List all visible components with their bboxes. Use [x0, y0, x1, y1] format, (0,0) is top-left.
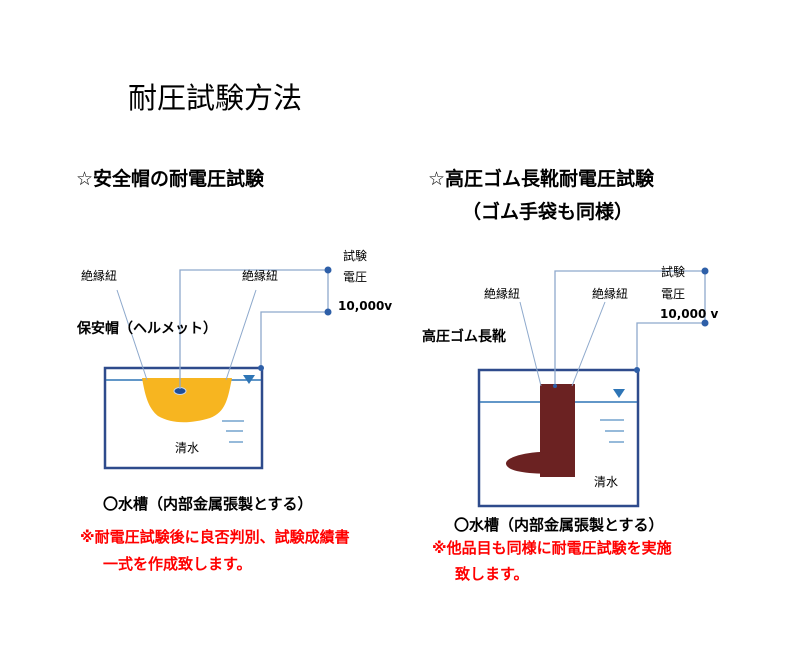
left-insulating-cord-label-b: 絶縁紐: [242, 269, 279, 283]
left-diagram: [103, 266, 332, 470]
right-cord-pointer-a: [519, 301, 542, 387]
right-water-label: 清水: [594, 475, 619, 489]
right-note-line2: 致します。: [455, 565, 529, 583]
left-tank-wire: [260, 311, 327, 368]
right-insulating-cord-label-a: 絶縁紐: [484, 287, 521, 301]
right-cord-pointer-b: [571, 301, 606, 387]
page-title: 耐圧試験方法: [128, 81, 303, 115]
left-top-wire: [179, 269, 328, 389]
left-water-label: 清水: [175, 441, 200, 455]
left-cord-pointer-b: [225, 289, 257, 381]
right-heading-line1: ☆高圧ゴム長靴耐電圧試験: [428, 168, 655, 190]
right-heading-line2: （ゴム手袋も同様）: [462, 201, 634, 223]
right-boot-contact: [553, 384, 557, 388]
right-diagram: [477, 267, 709, 508]
left-voltage-value: 10,000v: [338, 299, 393, 313]
left-water-tank: [103, 366, 264, 470]
left-voltage-label-2: 電圧: [343, 270, 368, 284]
right-voltage-label-1: 試験: [661, 265, 686, 279]
right-terminal-bottom: [701, 319, 709, 327]
right-object-label: 高圧ゴム長靴: [422, 329, 506, 345]
left-heading: ☆安全帽の耐電圧試験: [76, 168, 265, 190]
right-insulating-cord-label-b: 絶縁紐: [592, 287, 629, 301]
right-terminal-top: [701, 267, 709, 275]
right-note-line1: ※他品目も同様に耐電圧試験を実施: [432, 539, 672, 557]
right-terminal-tank: [634, 367, 640, 373]
right-tank-caption: 〇水槽（内部金属張製とする）: [454, 516, 664, 534]
left-terminal-tank: [258, 365, 264, 371]
right-top-wire: [554, 270, 705, 386]
right-water-level-marker: [613, 389, 625, 398]
left-terminal-top: [324, 266, 332, 274]
left-helmet-shape: [142, 378, 232, 423]
left-voltage-label-1: 試験: [343, 249, 368, 263]
left-water-level-marker: [243, 375, 255, 384]
left-note-line1: ※耐電圧試験後に良否判別、試験成績書: [80, 528, 350, 546]
left-note-line2: 一式を作成致します。: [103, 555, 252, 573]
right-tank-wire: [636, 322, 705, 370]
right-boot-foot: [505, 452, 575, 474]
right-water-tank: [477, 368, 640, 508]
left-insulating-cord-label-a: 絶縁紐: [81, 269, 118, 283]
left-terminal-bottom: [324, 308, 332, 316]
left-object-label: 保安帽（ヘルメット）: [77, 321, 217, 337]
left-cord-pointer-a: [116, 289, 148, 381]
left-tank-caption: 〇水槽（内部金属張製とする）: [103, 495, 313, 513]
right-voltage-label-2: 電圧: [661, 287, 686, 301]
right-voltage-value: 10,000 v: [660, 307, 719, 321]
